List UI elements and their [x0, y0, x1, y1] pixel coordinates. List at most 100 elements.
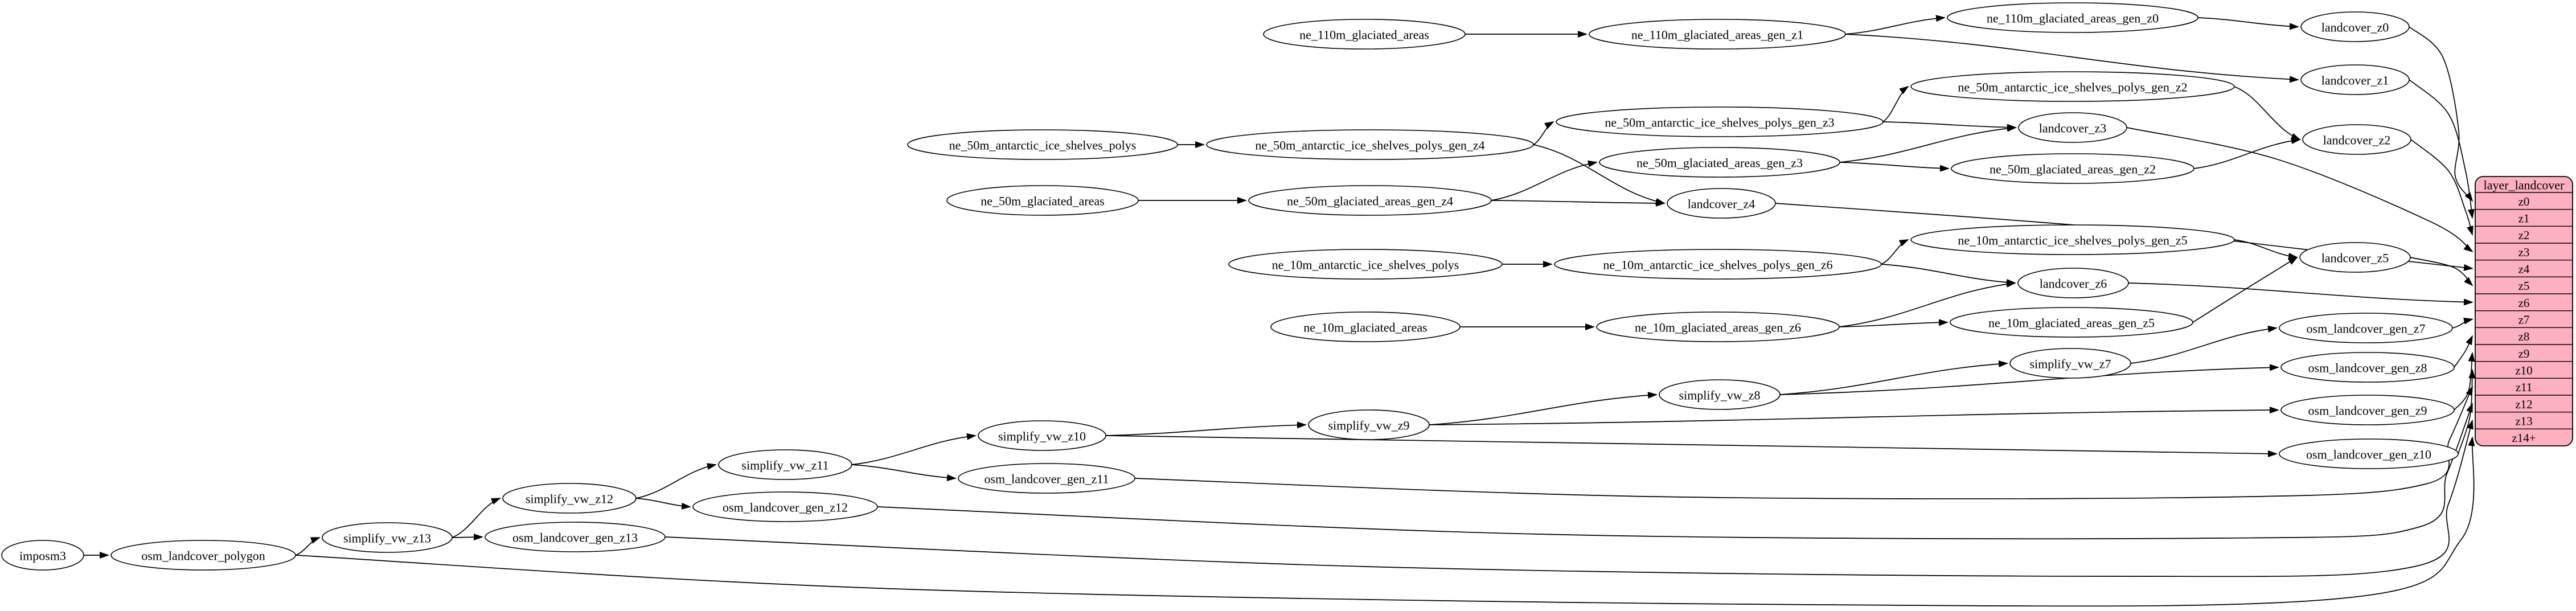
node-label: osm_landcover_gen_z11	[984, 472, 1109, 486]
node-label: ne_10m_antarctic_ice_shelves_polys_gen_z…	[1958, 233, 2187, 248]
edge-ne_10m_antarctic_ice_shelves_polys_gen_z6-to-landcover_z6	[1881, 264, 2016, 286]
node-ellipse	[1951, 153, 2194, 184]
graph-node-landcover_z3: landcover_z3	[2018, 112, 2127, 143]
graph-node-landcover_z0: landcover_z0	[2300, 11, 2410, 42]
edge-ne_110m_glaciated_areas_gen_z0-to-landcover_z0	[2197, 17, 2299, 30]
node-ellipse	[1910, 224, 2235, 255]
layer-table-title: layer_landcover	[2484, 178, 2565, 192]
graph-node-ne_10m_glaciated_areas_gen_z6: ne_10m_glaciated_areas_gen_z6	[1596, 311, 1840, 342]
graph-node-ne_110m_glaciated_areas_gen_z0: ne_110m_glaciated_areas_gen_z0	[1947, 2, 2198, 33]
node-ellipse	[110, 540, 296, 571]
edge-ne_50m_glaciated_areas_gen_z3-to-ne_50m_glaciated_areas_gen_z2	[1839, 162, 1950, 172]
node-ellipse	[1596, 311, 1840, 342]
edge-ne_50m_glaciated_areas_gen_z4-to-ne_50m_glaciated_areas_gen_z3	[1491, 160, 1598, 201]
edge-simplify_vw_z10-to-simplify_vw_z9	[1105, 421, 1307, 436]
node-label: osm_landcover_gen_z13	[512, 531, 638, 545]
graph-node-simplify_vw_z8: simplify_vw_z8	[1659, 379, 1781, 410]
graph-node-osm_landcover_polygon: osm_landcover_polygon	[110, 540, 296, 571]
node-ellipse	[958, 463, 1135, 494]
graph-node-ne_10m_glaciated_areas: ne_10m_glaciated_areas	[1270, 311, 1461, 342]
edge-osm_landcover_gen_z10-to-layer-row-z10	[2458, 368, 2476, 454]
graph-node-landcover_z4: landcover_z4	[1667, 188, 1776, 219]
node-label: ne_50m_antarctic_ice_shelves_polys_gen_z…	[1958, 80, 2187, 95]
node-label: ne_50m_antarctic_ice_shelves_polys	[949, 138, 1137, 153]
node-ellipse	[2299, 242, 2411, 273]
graph-node-simplify_vw_z9: simplify_vw_z9	[1308, 409, 1430, 440]
graph-node-ne_50m_antarctic_ice_shelves_polys_gen_z3: ne_50m_antarctic_ice_shelves_polys_gen_z…	[1556, 106, 1884, 137]
graph-node-ne_110m_glaciated_areas_gen_z1: ne_110m_glaciated_areas_gen_z1	[1589, 19, 1846, 50]
node-ellipse	[2279, 313, 2453, 343]
node-label: osm_landcover_polygon	[141, 549, 265, 563]
graph-node-osm_landcover_gen_z7: osm_landcover_gen_z7	[2279, 313, 2453, 343]
node-label: simplify_vw_z7	[2030, 357, 2111, 371]
edge-landcover_z3-to-layer-row-z3	[2126, 127, 2474, 253]
edge-landcover_z5-to-layer-row-z5	[2410, 257, 2474, 286]
layer-row-z3: z3	[2518, 245, 2530, 259]
node-label: ne_50m_glaciated_areas	[981, 194, 1104, 208]
node-ellipse	[1248, 185, 1492, 216]
node-ellipse	[1589, 19, 1846, 50]
node-label: landcover_z2	[2323, 133, 2391, 147]
layer-row-z4: z4	[2518, 263, 2530, 276]
graph-node-ne_50m_antarctic_ice_shelves_polys_gen_z4: ne_50m_antarctic_ice_shelves_polys_gen_z…	[1206, 129, 1534, 160]
node-label: osm_landcover_gen_z7	[2307, 322, 2426, 336]
edge-landcover_z0-to-layer-row-z0	[2409, 26, 2474, 202]
node-ellipse	[1554, 249, 1882, 280]
layer-landcover-table: layer_landcoverz0z1z2z3z4z5z6z7z8z9z10z1…	[2475, 176, 2573, 446]
layer-row-z9: z9	[2518, 347, 2530, 360]
node-ellipse	[485, 522, 666, 552]
layer-row-z12: z12	[2515, 397, 2532, 411]
node-label: ne_50m_glaciated_areas_gen_z4	[1287, 194, 1453, 208]
edge-simplify_vw_z11-to-simplify_vw_z10	[851, 433, 977, 465]
layer-row-z11: z11	[2516, 380, 2533, 394]
layer-row-z13: z13	[2515, 415, 2532, 428]
graph-node-simplify_vw_z12: simplify_vw_z12	[502, 483, 637, 514]
edge-simplify_vw_z13-to-simplify_vw_z12	[452, 498, 501, 538]
node-label: landcover_z6	[2040, 277, 2107, 291]
node-label: osm_landcover_gen_z9	[2308, 404, 2427, 418]
graph-node-simplify_vw_z13: simplify_vw_z13	[322, 522, 453, 553]
node-label: simplify_vw_z10	[998, 429, 1086, 444]
node-ellipse	[907, 129, 1178, 160]
edge-osm_landcover_gen_z12-to-layer-row-z12	[877, 402, 2473, 540]
edge-ne_10m_glaciated_areas_gen_z6-to-ne_10m_glaciated_areas_gen_z5	[1839, 319, 1949, 327]
layer-row-z5: z5	[2518, 279, 2530, 293]
node-ellipse	[2280, 352, 2455, 383]
edge-simplify_vw_z12-to-simplify_vw_z11	[635, 463, 717, 499]
node-ellipse	[2018, 112, 2127, 143]
node-ellipse	[1270, 311, 1461, 342]
node-ellipse	[1206, 129, 1534, 160]
layer-row-z7: z7	[2518, 313, 2530, 327]
node-label: ne_110m_glaciated_areas	[1299, 28, 1429, 42]
node-ellipse	[2300, 11, 2410, 42]
node-ellipse	[1228, 249, 1503, 280]
edge-simplify_vw_z9-to-osm_landcover_gen_z9	[1429, 407, 2279, 425]
node-label: osm_landcover_gen_z10	[2306, 448, 2431, 462]
node-label: landcover_z4	[1688, 197, 1755, 211]
graph-node-osm_landcover_gen_z11: osm_landcover_gen_z11	[958, 463, 1135, 494]
graph-node-ne_50m_glaciated_areas_gen_z2: ne_50m_glaciated_areas_gen_z2	[1951, 153, 2194, 184]
edge-ne_50m_antarctic_ice_shelves_polys_gen_z3-to-ne_50m_antarctic_ice_shelves_polys_gen_z2	[1882, 85, 1909, 122]
layer-row-z14+: z14+	[2512, 431, 2536, 445]
graph-node-simplify_vw_z7: simplify_vw_z7	[2009, 348, 2131, 379]
node-label: simplify_vw_z13	[343, 531, 431, 546]
graph-node-simplify_vw_z10: simplify_vw_z10	[978, 420, 1106, 451]
node-label: ne_50m_antarctic_ice_shelves_polys_gen_z…	[1255, 138, 1484, 153]
layer-row-z1: z1	[2518, 212, 2530, 225]
edge-ne_50m_antarctic_ice_shelves_polys_gen_z4-to-ne_50m_antarctic_ice_shelves_polys_gen_z3	[1533, 121, 1554, 145]
graph-node-ne_110m_glaciated_areas: ne_110m_glaciated_areas	[1263, 19, 1466, 50]
graph-node-ne_50m_glaciated_areas: ne_50m_glaciated_areas	[946, 185, 1139, 216]
graph-node-ne_10m_antarctic_ice_shelves_polys_gen_z6: ne_10m_antarctic_ice_shelves_polys_gen_z…	[1554, 249, 1882, 280]
node-label: ne_50m_glaciated_areas_gen_z3	[1636, 156, 1803, 170]
node-ellipse	[1947, 2, 2198, 33]
node-label: simplify_vw_z9	[1328, 419, 1410, 433]
graph-node-landcover_z1: landcover_z1	[2300, 64, 2410, 95]
edge-osm_landcover_polygon-to-layer-row-z14+	[295, 436, 2475, 607]
edge-landcover_z1-to-layer-row-z1	[2409, 79, 2475, 219]
node-ellipse	[978, 420, 1106, 451]
edge-osm_landcover_polygon-to-simplify_vw_z13	[295, 537, 321, 556]
layer-row-z6: z6	[2518, 296, 2530, 310]
node-label: osm_landcover_gen_z12	[723, 501, 848, 515]
